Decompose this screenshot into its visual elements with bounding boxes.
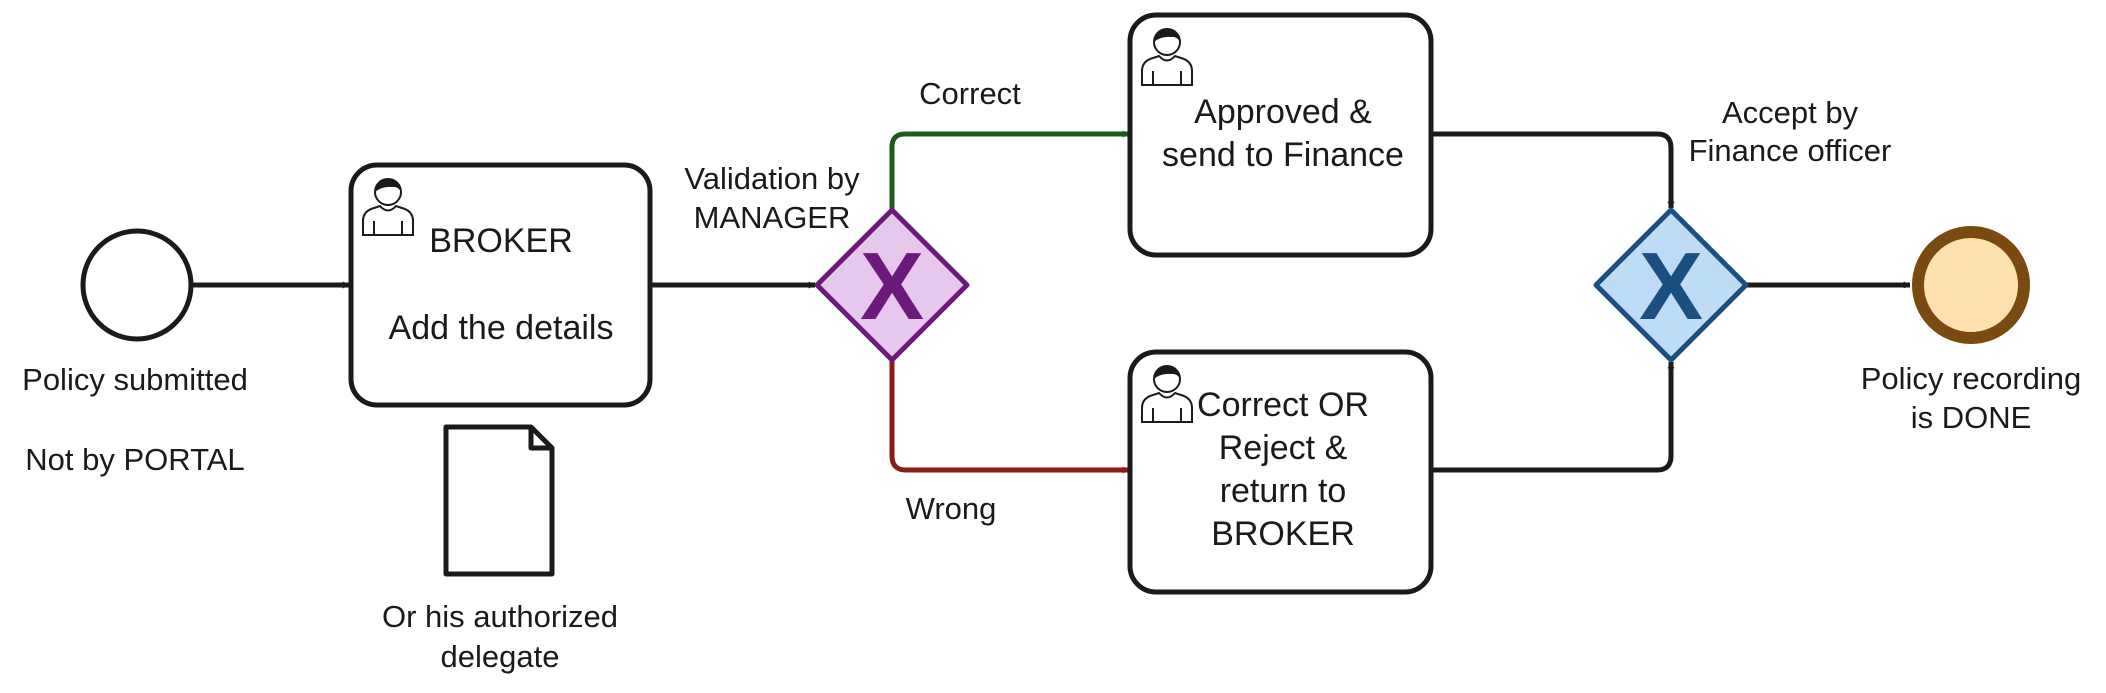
flow-approved-to-finance	[1433, 131, 1675, 209]
task-correct-reject-line3: return to	[1220, 472, 1347, 510]
start-event-label: Policy submitted	[22, 362, 248, 397]
start-event[interactable]	[80, 228, 194, 342]
document-icon[interactable]	[443, 424, 555, 577]
task-approved[interactable]	[1127, 12, 1434, 258]
task-broker-role: BROKER	[429, 222, 573, 260]
task-correct-reject[interactable]	[1127, 349, 1434, 595]
flow-correct-label: Correct	[919, 76, 1021, 111]
gateway-validation-mark: X	[860, 233, 924, 340]
gateway-finance-label: Accept by	[1722, 95, 1859, 130]
document-sublabel: delegate	[441, 639, 560, 674]
flow-correct	[889, 130, 1130, 211]
end-event[interactable]	[1912, 226, 2030, 344]
end-event-label: Policy recording	[1861, 361, 2082, 396]
task-correct-reject-line1: Correct OR	[1197, 386, 1369, 424]
document-fold	[528, 427, 552, 451]
start-event-sublabel: Not by PORTAL	[25, 442, 244, 477]
flow-wrong-label: Wrong	[906, 491, 997, 526]
document-label: Or his authorized	[382, 599, 618, 634]
gateway-validation-sublabel: MANAGER	[694, 200, 851, 235]
flow-wrong	[889, 359, 1130, 474]
gateway-validation-label: Validation by	[684, 161, 860, 196]
task-approved-line2: send to Finance	[1162, 136, 1404, 174]
end-event-sublabel: is DONE	[1911, 400, 2032, 435]
task-approved-line1: Approved &	[1194, 93, 1372, 131]
task-broker-action: Add the details	[389, 309, 614, 347]
gateway-finance-sublabel: Finance officer	[1689, 133, 1892, 168]
gateway-finance-mark: X	[1639, 233, 1703, 340]
gateway-validation[interactable]	[814, 207, 970, 363]
flow-reject-to-finance	[1433, 361, 1675, 473]
task-correct-reject-line2: Reject &	[1219, 429, 1348, 467]
task-broker[interactable]	[348, 162, 653, 408]
task-correct-reject-line4: BROKER	[1211, 515, 1355, 553]
gateway-finance[interactable]	[1593, 207, 1749, 363]
